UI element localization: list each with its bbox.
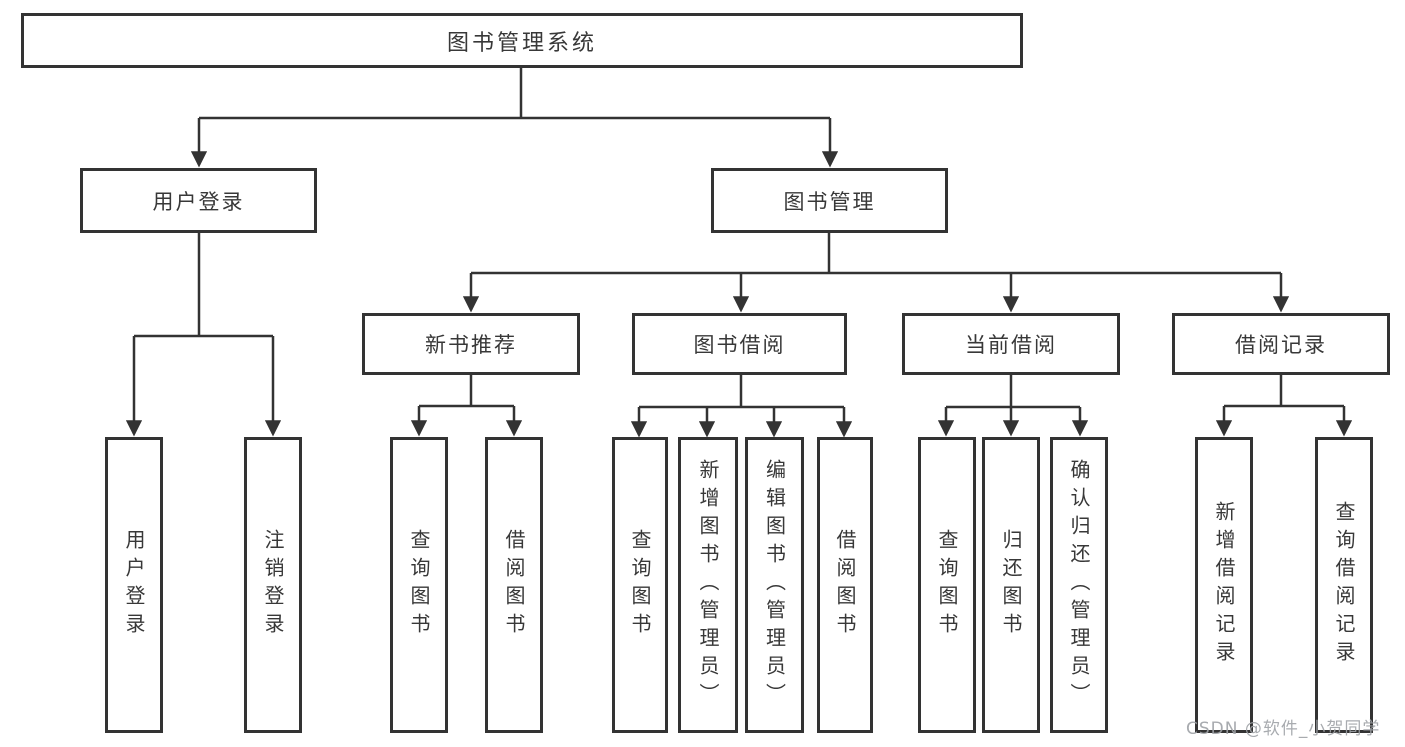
leaf-return-books: 归还图书 [982, 437, 1040, 733]
node-user-login-branch: 用户登录 [80, 168, 317, 233]
node-new-book-recommend: 新书推荐 [362, 313, 580, 375]
leaf-borrow-books-recommend-label: 借阅图书 [502, 529, 526, 641]
leaf-query-books-borrowing-label: 查询图书 [628, 529, 652, 641]
leaf-edit-books-admin-label: 编辑图书（管理员） [762, 459, 787, 711]
leaf-query-borrow-record: 查询借阅记录 [1315, 437, 1373, 733]
leaf-add-borrow-record: 新增借阅记录 [1195, 437, 1253, 733]
leaf-borrow-books: 借阅图书 [817, 437, 873, 733]
leaf-logout-label: 注销登录 [261, 529, 285, 641]
leaf-edit-books-admin: 编辑图书（管理员） [745, 437, 804, 733]
leaf-borrow-books-label: 借阅图书 [833, 529, 857, 641]
leaf-confirm-return-admin-label: 确认归还（管理员） [1067, 459, 1091, 711]
leaf-user-login-label: 用户登录 [122, 529, 146, 641]
leaf-query-borrow-record-label: 查询借阅记录 [1332, 501, 1356, 669]
leaf-return-books-label: 归还图书 [999, 529, 1023, 641]
leaf-confirm-return-admin: 确认归还（管理员） [1050, 437, 1108, 733]
leaf-query-books-current: 查询图书 [918, 437, 976, 733]
leaf-add-books-admin: 新增图书（管理员） [678, 437, 738, 733]
node-borrowing-records: 借阅记录 [1172, 313, 1390, 375]
node-book-management: 图书管理 [711, 168, 948, 233]
leaf-query-books-borrowing: 查询图书 [612, 437, 668, 733]
csdn-watermark: CSDN @软件_小贺同学 [1186, 719, 1381, 739]
node-current-borrowing: 当前借阅 [902, 313, 1120, 375]
leaf-query-books-recommend-label: 查询图书 [407, 529, 431, 641]
leaf-user-login: 用户登录 [105, 437, 163, 733]
node-library-system: 图书管理系统 [21, 13, 1023, 68]
node-book-borrowing: 图书借阅 [632, 313, 847, 375]
leaf-add-books-admin-label: 新增图书（管理员） [696, 459, 720, 711]
leaf-query-books-current-label: 查询图书 [935, 529, 959, 641]
leaf-logout: 注销登录 [244, 437, 302, 733]
leaf-add-borrow-record-label: 新增借阅记录 [1212, 501, 1236, 669]
leaf-borrow-books-recommend: 借阅图书 [485, 437, 543, 733]
leaf-query-books-recommend: 查询图书 [390, 437, 448, 733]
